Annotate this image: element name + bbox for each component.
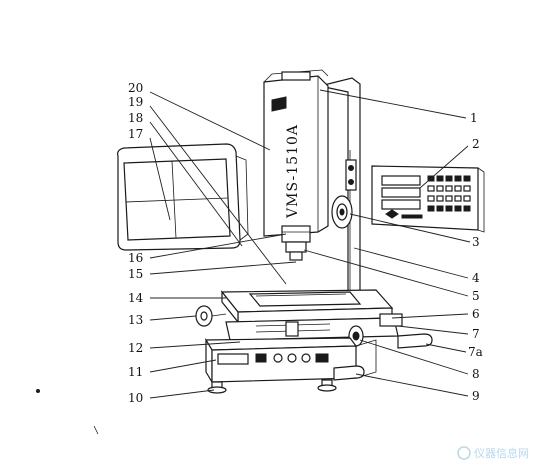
adjustable-feet [207, 379, 337, 394]
callout-7a: 7a [468, 345, 483, 359]
callout-4: 4 [472, 271, 480, 285]
callout-20: 20 [128, 81, 143, 95]
x-handwheel [195, 305, 227, 327]
leader-lines-left [149, 91, 297, 399]
callout-15: 15 [128, 267, 143, 281]
stage-rods [333, 333, 433, 381]
control-panel [255, 353, 329, 363]
callout-7: 7 [472, 327, 480, 341]
callout-11: 11 [128, 365, 143, 379]
work-stage [220, 289, 403, 341]
callout-5: 5 [472, 289, 480, 303]
watermark-text: 仪器信息网 [474, 446, 529, 460]
callout-13: 13 [128, 313, 143, 327]
callout-10: 10 [128, 391, 143, 405]
camera-head: VMS-1510A [263, 69, 329, 237]
callout-6: 6 [472, 307, 480, 321]
focus-knob [331, 195, 353, 229]
callout-1: 1 [470, 111, 478, 125]
callout-16: 16 [128, 251, 143, 265]
callout-9: 9 [472, 389, 480, 403]
callout-3: 3 [472, 235, 480, 249]
callout-17: 17 [128, 127, 143, 141]
stray-dot [36, 389, 40, 393]
leader-lines-right [303, 89, 471, 397]
base [204, 337, 377, 385]
callouts-left: 20 19 18 17 16 15 14 13 12 11 10 [128, 81, 144, 405]
stray-mark [93, 425, 99, 435]
keypad [427, 175, 471, 212]
callout-12: 12 [128, 341, 143, 355]
callout-19: 19 [128, 95, 143, 109]
model-label: VMS-1510A [285, 124, 301, 219]
monitor [117, 143, 249, 251]
callout-2: 2 [472, 137, 480, 151]
watermark: 仪器信息网 [457, 446, 529, 460]
readout-unit [371, 165, 485, 233]
callout-8: 8 [472, 367, 480, 381]
zoom-lens [281, 225, 311, 261]
callouts-right: 1 2 3 4 5 6 7 7a 8 9 [468, 111, 483, 403]
callout-14: 14 [128, 291, 144, 305]
callout-18: 18 [128, 111, 143, 125]
